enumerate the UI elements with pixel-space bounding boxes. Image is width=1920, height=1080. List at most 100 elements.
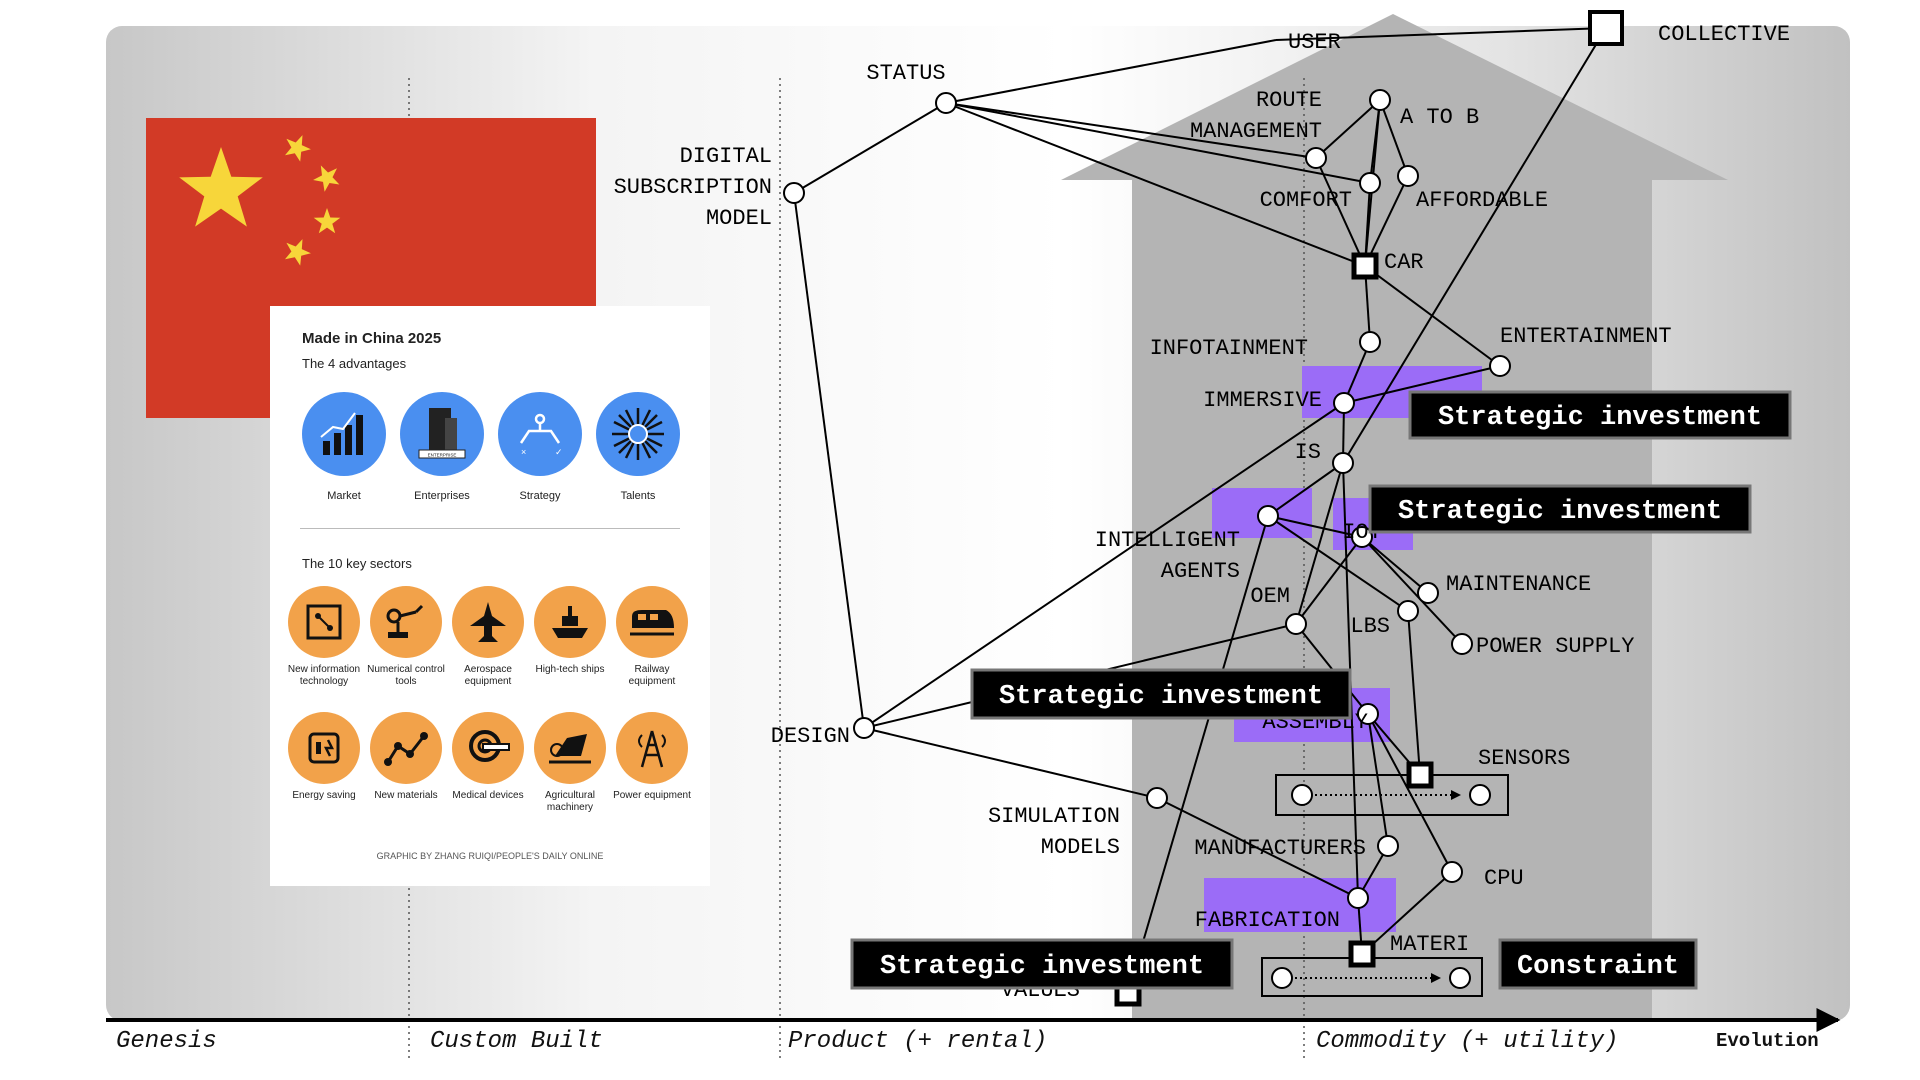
component-label-design: DESIGN: [771, 724, 850, 749]
component-node: [1359, 172, 1381, 194]
component-node: [1347, 887, 1369, 909]
component-node: [1257, 505, 1279, 527]
advantage-label: Talents: [620, 490, 656, 502]
component-label-collective: COLLECTIVE: [1658, 22, 1790, 47]
strategy-icon: ×✓: [498, 392, 582, 476]
harvester-icon: [534, 712, 606, 784]
component-node: [1357, 703, 1379, 725]
component-node: [1332, 452, 1354, 474]
divider: [300, 528, 680, 529]
advantages-heading: The 4 advantages: [302, 356, 407, 371]
component-label-infotainment: INFOTAINMENT: [1150, 336, 1308, 361]
link: [1295, 536, 1363, 625]
sector-cnc: Numerical control tools: [364, 586, 448, 688]
link: [1364, 175, 1409, 267]
annotation-callout: Strategic investment: [1368, 484, 1752, 534]
pipeline-box: [1275, 774, 1509, 816]
sector-label: High-tech ships: [535, 664, 605, 675]
link: [1407, 610, 1421, 776]
link: [1342, 27, 1607, 464]
annotation-callout: Strategic investment: [1408, 390, 1792, 440]
component-label-comfort: COMFORT: [1260, 188, 1352, 213]
sector-ships: High-tech ships: [528, 586, 612, 676]
link: [1379, 99, 1409, 177]
link: [863, 727, 1158, 799]
annotation-callout: Strategic investment: [850, 938, 1234, 990]
circuit-icon: [288, 586, 360, 658]
component-square-node: [1588, 10, 1624, 46]
component-label-cpu: CPU: [1484, 866, 1524, 891]
component-node: [1377, 835, 1399, 857]
sector-it: New information technology: [282, 586, 366, 688]
component-label-status: STATUS: [866, 61, 945, 86]
component-node: [1369, 89, 1391, 111]
pipeline-start-node: [1291, 784, 1313, 806]
axis-product: Product (+ rental): [788, 1028, 1048, 1055]
component-label-immersive: IMMERSIVE: [1203, 388, 1322, 413]
infographic-title: Made in China 2025: [302, 330, 442, 347]
link: [1267, 462, 1344, 517]
component-node: [935, 92, 957, 114]
link: [945, 102, 1371, 184]
sector-agri: Agricultural machinery: [528, 712, 612, 814]
component-node: [853, 717, 875, 739]
link: [1156, 797, 1359, 899]
link: [793, 102, 947, 194]
sector-label: Power equipment: [613, 790, 691, 801]
link: [1361, 871, 1453, 955]
sectors-heading: The 10 key sectors: [302, 556, 412, 571]
component-label-fabrication: FABRICATION: [1195, 908, 1340, 933]
advantage-label: Strategy: [519, 490, 561, 502]
component-label-is: IS: [1295, 440, 1321, 465]
link: [1343, 341, 1371, 404]
link: [793, 192, 865, 729]
svg-text:✓: ✓: [555, 447, 563, 457]
sector-label: Energy saving: [292, 790, 356, 801]
ship-icon: [534, 586, 606, 658]
link: [1343, 365, 1501, 404]
advantage-label: Enterprises: [414, 490, 470, 502]
component-square-node: [1348, 940, 1376, 968]
component-label-lbs: LBS: [1350, 614, 1390, 639]
axis-commodity: Commodity (+ utility): [1316, 1028, 1619, 1055]
nodes: [783, 10, 1624, 1007]
pipeline-start-node: [1271, 967, 1293, 989]
sector-aerospace: Aerospace equipment: [446, 586, 530, 688]
advantage-label: Market: [327, 490, 361, 502]
component-label-manufacturers: MANUFACTURERS: [1194, 836, 1366, 861]
annotation-callout: Strategic investment: [970, 668, 1352, 720]
annotation-text: Strategic investment: [1438, 403, 1762, 433]
sector-label: Railway equipment: [628, 664, 676, 687]
advantage-market: Market: [296, 392, 392, 502]
axis-evolution-label: Evolution: [1716, 1030, 1819, 1052]
link: [1361, 536, 1429, 594]
building-icon: ENTERPRISE: [400, 392, 484, 476]
link: [1315, 157, 1366, 267]
link: [945, 39, 1277, 104]
component-label-entertainment: ENTERTAINMENT: [1500, 324, 1672, 349]
flag-star: [313, 165, 340, 192]
sector-energy: Energy saving: [282, 712, 366, 802]
link: [1127, 515, 1269, 994]
pipeline-end-node: [1469, 784, 1491, 806]
sector-label: Medical devices: [452, 790, 524, 801]
house-roof: [1061, 14, 1728, 180]
bar-chart-icon: [302, 392, 386, 476]
sector-label: Numerical control tools: [367, 664, 445, 687]
component-label-sensors: SENSORS: [1478, 746, 1570, 771]
component-label-materials: MATERI: [1390, 932, 1469, 957]
component-label-user: USER: [1288, 30, 1341, 55]
component-node: [1351, 526, 1373, 548]
infographic-credit: GRAPHIC BY ZHANG RUIQI/PEOPLE'S DAILY ON…: [376, 851, 604, 861]
component-node: [1305, 147, 1327, 169]
component-node: [1359, 331, 1381, 353]
link: [945, 102, 1366, 267]
component-node: [1441, 861, 1463, 883]
component-label-atob: A TO B: [1400, 105, 1479, 130]
link: [1367, 713, 1389, 847]
axis-custom-built: Custom Built: [430, 1028, 603, 1055]
pipeline-end-node: [1449, 967, 1471, 989]
